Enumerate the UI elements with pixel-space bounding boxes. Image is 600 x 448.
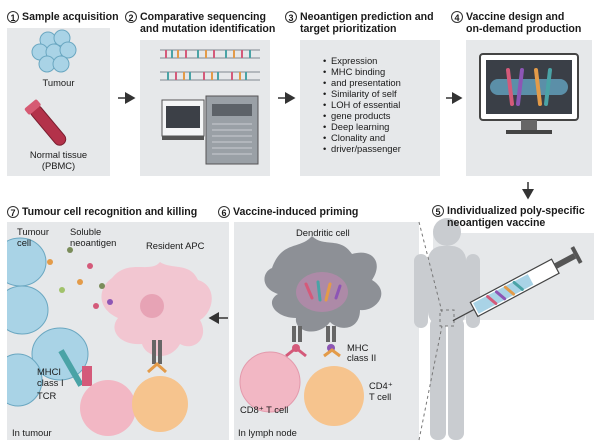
blood-tube-icon	[24, 99, 67, 146]
label-lymph-node: In lymph node	[238, 427, 297, 438]
monitor-icon	[479, 53, 579, 134]
label-in-tumour: In tumour	[12, 427, 52, 438]
step-number: 1	[7, 11, 19, 24]
patient-silhouette-icon	[414, 218, 480, 440]
step-number: 4	[451, 11, 463, 24]
step-heading: Sample acquisition	[22, 11, 119, 24]
t-cells-icon	[80, 376, 188, 436]
prioritization-criteria-list: Expression MHC binding and presentation …	[323, 55, 401, 154]
soluble-neoantigen-icon	[47, 247, 113, 309]
step-heading: Individualized poly-specific	[447, 205, 585, 218]
cd8-t-cell-icon	[239, 346, 307, 413]
label-normal-tissue: Normal tissue	[29, 149, 88, 160]
step-heading: Vaccine-induced priming	[233, 206, 359, 219]
criterion-loh-cont: gene products	[323, 110, 401, 121]
tumour-cells-icon	[31, 29, 77, 73]
criterion-loh: LOH of essential	[323, 99, 401, 110]
dendritic-cell-icon	[264, 236, 382, 332]
criterion-clonality: Clonality and	[323, 132, 401, 143]
criterion-mhc-binding-cont: and presentation	[323, 77, 401, 88]
syringe-icon	[452, 246, 583, 322]
label-cd8-t-cell: CD8⁺ T cell	[240, 404, 289, 415]
label-tumour: Tumour	[42, 77, 75, 88]
step-heading-line2: and mutation identification	[140, 23, 276, 36]
label-dendritic-cell: Dendritic cell	[296, 227, 350, 238]
criterion-similarity-of-self: Similarity of self	[323, 88, 401, 99]
label-mhc-class-two-a: MHC	[347, 342, 369, 353]
label-mhc-class-one-a: MHCI	[37, 366, 61, 377]
label-soluble-b: neoantigen	[70, 237, 117, 248]
step-heading: Vaccine design and	[466, 11, 565, 24]
sequencer-icon	[161, 95, 259, 165]
step-number: 6	[218, 206, 230, 219]
tumour-cells-icon-large	[7, 237, 89, 407]
label-tumour-cell-a: Tumour	[17, 226, 49, 237]
criterion-clonality-cont: driver/passenger	[323, 143, 401, 154]
label-tumour-cell-b: cell	[17, 237, 32, 248]
cd4-t-cell-icon	[304, 348, 364, 426]
label-soluble-a: Soluble	[70, 226, 102, 237]
label-pbmc: (PBMC)	[41, 160, 76, 171]
label-mhc-class-two-b: class II	[347, 352, 377, 363]
step-heading-line2: on-demand production	[466, 23, 582, 36]
label-cd4-a: CD4⁺	[369, 380, 393, 391]
step-heading: Comparative sequencing	[140, 11, 266, 24]
zoom-lines-icon	[418, 221, 455, 441]
apc-cell-icon	[101, 262, 212, 357]
criterion-expression: Expression	[323, 55, 401, 66]
criterion-mhc-binding: MHC binding	[323, 66, 401, 77]
step-number: 3	[285, 11, 297, 24]
step-heading: Neoantigen prediction and	[300, 11, 434, 24]
label-mhc-class-one-b: class I	[37, 377, 64, 388]
label-cd4-b: T cell	[369, 391, 392, 402]
dna-strands-icon	[160, 49, 260, 81]
step-number: 7	[7, 206, 19, 219]
label-resident-apc: Resident APC	[146, 240, 205, 251]
tcr-icon	[58, 340, 167, 387]
step-number: 2	[125, 11, 137, 24]
step-heading: Tumour cell recognition and killing	[22, 206, 198, 219]
criterion-deep-learning: Deep learning	[323, 121, 401, 132]
step-number: 5	[432, 205, 444, 218]
step-heading-line2: neoantigen vaccine	[447, 217, 546, 230]
label-tcr: TCR	[37, 390, 57, 401]
step-heading-line2: target prioritization	[300, 23, 397, 36]
